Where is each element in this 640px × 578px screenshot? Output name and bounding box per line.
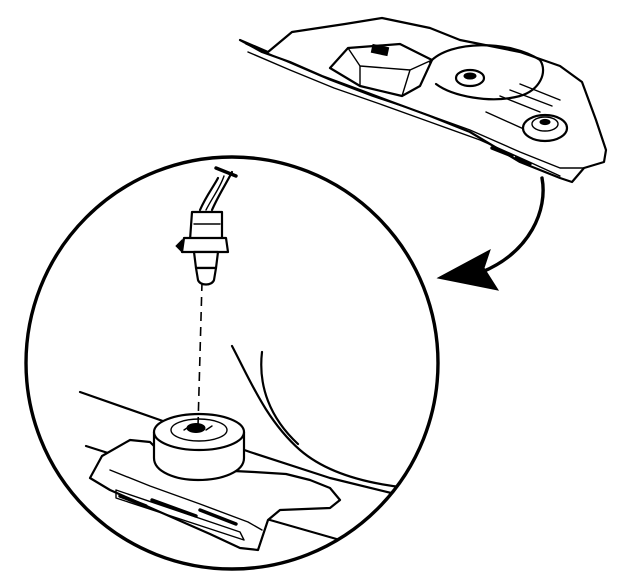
panel-block-top <box>347 47 433 71</box>
detail-panel-edge-top <box>78 390 422 502</box>
wire-harness-outer-2 <box>210 170 234 212</box>
panel-outline <box>238 16 608 184</box>
callout-arrow-shaft <box>480 176 545 274</box>
indicator-lamp-bulb <box>175 210 230 286</box>
bulb-collar-tab <box>175 238 183 254</box>
panel-slots <box>490 146 532 166</box>
panel-bowl <box>428 44 545 101</box>
panel-ribs <box>485 83 561 131</box>
bulb-locking-collar <box>180 236 230 254</box>
bulb-socket-body <box>188 210 224 242</box>
detail-magnifier-circle <box>24 155 440 571</box>
wire-harness-outer <box>198 176 220 212</box>
panel-upper-boss-hole <box>463 72 477 80</box>
wire-harness-strand <box>205 175 225 211</box>
wire-harness-tip <box>214 166 238 178</box>
detail-boss-inner-rim <box>170 418 228 442</box>
panel-block-side <box>359 65 411 97</box>
panel-top-edge <box>245 43 585 169</box>
panel-lower-lip <box>247 51 561 177</box>
panel-lamp-boss <box>521 113 569 143</box>
panel-lamp-boss-hole <box>539 118 551 126</box>
detail-boss-socket-hole <box>186 423 206 433</box>
alignment-dashed-line <box>197 281 203 427</box>
detail-circle-outline <box>24 155 440 571</box>
detail-boss-socket-key <box>183 425 213 431</box>
wire-harness <box>198 166 238 212</box>
detail-flange-slots <box>118 494 238 526</box>
detail-curved-wall-inner <box>260 350 300 446</box>
callout-arrow-head <box>436 248 500 291</box>
detail-flange-slot-outline <box>115 489 245 541</box>
bulb-lower-body <box>192 250 220 270</box>
bulb-glass <box>194 266 218 286</box>
trim-panel-assembly <box>238 16 608 184</box>
detail-curved-wall <box>230 344 438 492</box>
panel-lamp-boss-rim <box>531 116 559 132</box>
callout-arrow <box>436 176 545 291</box>
panel-tab <box>370 43 390 57</box>
detail-flange-lip <box>109 469 263 531</box>
